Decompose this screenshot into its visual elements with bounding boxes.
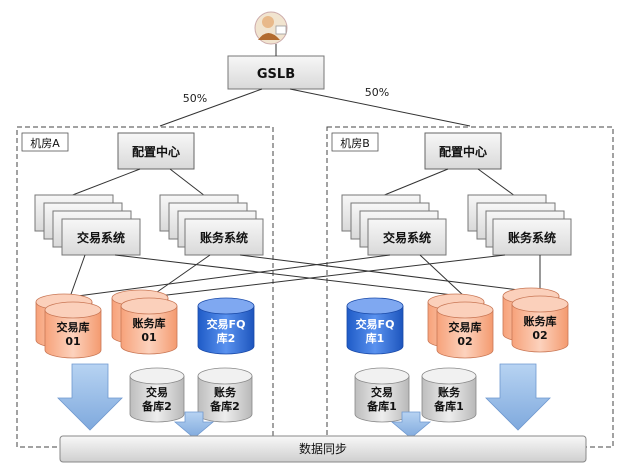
room-a-account-db-line1: 账务库	[133, 316, 166, 330]
room-b-account-system: 账务系统	[467, 194, 572, 256]
room-b-trade-system: 交易系统	[341, 194, 447, 256]
gslb-left-line	[159, 88, 263, 127]
left-percentage: 50%	[183, 92, 207, 105]
room-b-account-system-label: 账务系统	[508, 230, 556, 245]
room-b-small-down-arrow-icon	[390, 411, 432, 439]
room-b-trade-standby-line1: 交易	[371, 385, 393, 399]
room-a-fq-line2: 库2	[217, 331, 236, 345]
room-a-tag	[21, 132, 69, 152]
room-b-fq-db: 交易FQ 库1	[346, 297, 404, 355]
room-a-trade-standby-line1: 交易	[146, 385, 168, 399]
gslb-right-line	[289, 88, 471, 127]
data-sync-bar: 数据同步	[59, 435, 587, 463]
room-a-label: 机房A	[30, 136, 60, 150]
config-a-acct-line	[169, 168, 206, 197]
room-b-trade-standby-db: 交易 备库1	[354, 367, 410, 423]
room-a-account-standby-db: 账务 备库2	[197, 367, 253, 423]
config-a-trade-line	[69, 168, 141, 197]
room-b-trade-standby-line2: 备库1	[366, 399, 397, 413]
room-b-trade-db-line2: 02	[457, 335, 472, 348]
room-b-account-standby-line1: 账务	[438, 385, 461, 399]
room-a-trade-standby-db: 交易 备库2	[129, 367, 185, 423]
room-a-config-label: 配置中心	[132, 144, 180, 159]
room-b-account-db-line2: 02	[532, 329, 547, 342]
room-b-account-standby-db: 账务 备库1	[421, 367, 477, 423]
right-percentage: 50%	[365, 86, 389, 99]
room-a-account-system: 账务系统	[159, 194, 264, 256]
room-a-trade-db: 交易库 01	[35, 293, 102, 359]
room-b-fq-line2: 库1	[366, 331, 385, 345]
config-b-acct-line	[477, 168, 516, 197]
config-b-trade-line	[381, 168, 449, 197]
room-a-trade-db-line2: 01	[65, 335, 80, 348]
room-b-fq-line1: 交易FQ	[356, 317, 395, 331]
room-a-trade-db-line1: 交易库	[57, 320, 90, 334]
system-db-connections	[69, 254, 541, 298]
room-a-trade-system: 交易系统	[34, 194, 141, 256]
room-a-account-standby-line2: 备库2	[209, 399, 240, 413]
room-a-trade-standby-line2: 备库2	[141, 399, 172, 413]
data-sync-label: 数据同步	[299, 441, 347, 456]
room-a-config-center: 配置中心	[117, 132, 195, 170]
room-b-label: 机房B	[340, 136, 370, 150]
room-a-fq-db: 交易FQ 库2	[197, 297, 255, 355]
room-b-config-center: 配置中心	[424, 132, 502, 170]
room-b-config-label: 配置中心	[439, 144, 487, 159]
room-a-account-db-line2: 01	[141, 331, 156, 344]
room-b-trade-db: 交易库 02	[427, 293, 494, 359]
gslb-node: GSLB	[227, 55, 325, 90]
room-b-account-standby-line2: 备库1	[433, 399, 464, 413]
room-a-account-db: 账务库 01	[111, 289, 178, 355]
room-a-account-standby-line1: 账务	[214, 385, 237, 399]
room-b-account-db-line1: 账务库	[524, 314, 557, 328]
room-b-big-down-arrow-icon	[485, 363, 551, 431]
room-b-tag	[331, 132, 379, 152]
user-icon	[254, 11, 288, 45]
gslb-label: GSLB	[257, 67, 295, 82]
room-a-fq-line1: 交易FQ	[207, 317, 246, 331]
room-b-trade-db-line1: 交易库	[449, 320, 482, 334]
room-a-big-down-arrow-icon	[57, 363, 123, 431]
room-a-trade-system-label: 交易系统	[77, 230, 125, 245]
room-b-trade-system-label: 交易系统	[383, 230, 431, 245]
room-a-small-down-arrow-icon	[173, 411, 215, 439]
room-b-account-db: 账务库 02	[502, 287, 569, 353]
room-a-account-system-label: 账务系统	[200, 230, 248, 245]
